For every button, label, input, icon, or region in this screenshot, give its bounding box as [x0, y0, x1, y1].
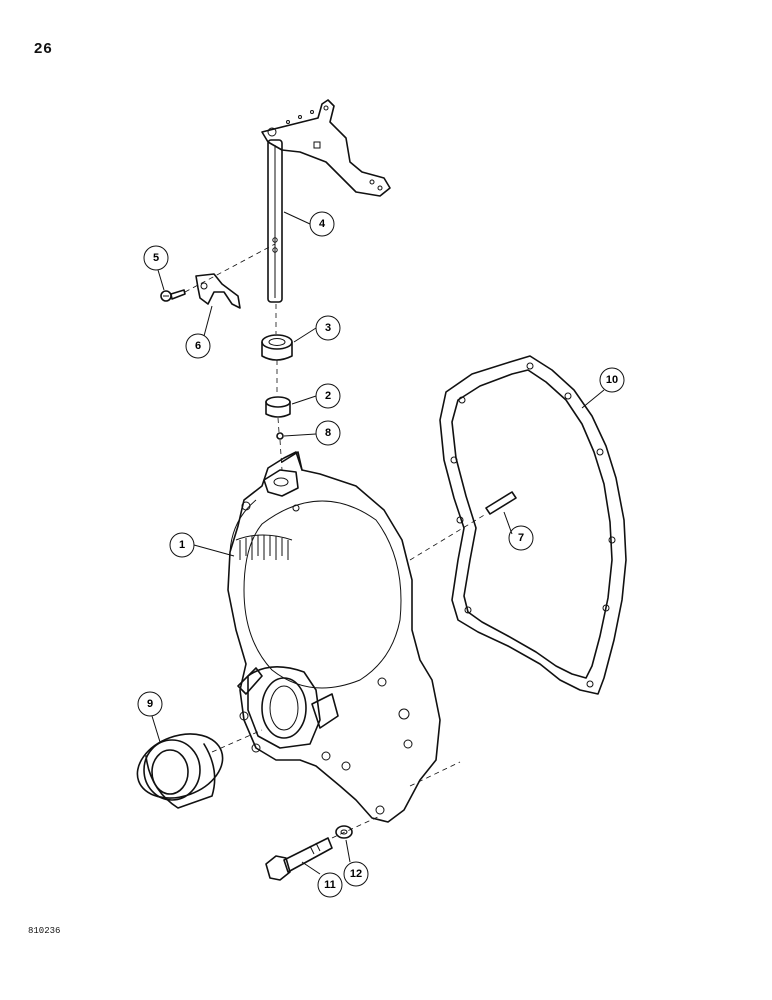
figure-code: 810236 [28, 926, 61, 936]
callout-9: 9 [137, 691, 163, 743]
callout-7: 7 [503, 511, 534, 551]
callout-5: 5 [143, 245, 169, 291]
callout-label: 1 [179, 539, 185, 551]
callout-11: 11 [301, 861, 343, 898]
callout-label: 9 [147, 698, 153, 710]
washer-part [335, 825, 353, 839]
page-number: 26 [34, 40, 53, 57]
callout-label: 12 [350, 868, 362, 880]
callout-label: 10 [606, 374, 618, 386]
callout-3: 3 [293, 315, 341, 343]
callout-12: 12 [343, 839, 369, 887]
callout-10: 10 [581, 367, 625, 409]
ball-part [276, 432, 284, 440]
callout-label: 11 [324, 879, 336, 891]
callout-label: 2 [325, 390, 331, 402]
bushing-part [265, 396, 291, 418]
bolt-part [265, 837, 333, 881]
timing-scale [235, 534, 293, 560]
oil-seal-part [136, 733, 224, 809]
callout-label: 6 [195, 340, 201, 352]
shaft-lever-part [261, 99, 391, 303]
callout-label: 4 [319, 218, 326, 230]
callout-4: 4 [283, 211, 335, 237]
housing-part [227, 451, 441, 823]
screw-part [160, 289, 186, 302]
callout-label: 5 [153, 252, 159, 264]
callout-label: 7 [518, 532, 524, 544]
callout-8: 8 [283, 420, 341, 446]
callout-1: 1 [169, 532, 235, 558]
callout-label: 8 [325, 427, 331, 439]
callout-label: 3 [325, 322, 331, 334]
callout-2: 2 [291, 383, 341, 409]
clip-part [195, 273, 241, 309]
gasket-part [439, 355, 627, 695]
bearing-part [261, 334, 293, 361]
callout-6: 6 [185, 305, 213, 359]
dowel-pin-part [485, 491, 517, 515]
